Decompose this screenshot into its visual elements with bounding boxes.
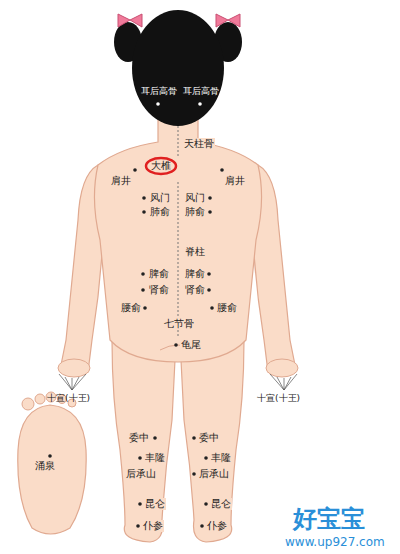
acupoint-dot xyxy=(138,502,142,506)
acupoint-dot xyxy=(141,272,145,276)
acupoint-dot xyxy=(133,168,137,172)
point-label: 昆仑 xyxy=(210,498,232,510)
acupoint-dot xyxy=(192,436,196,440)
acupoint-dot xyxy=(210,306,214,310)
acupoint-dot xyxy=(204,456,208,460)
point-label: 十宣(十王) xyxy=(256,393,301,403)
left-hand xyxy=(58,359,90,377)
point-label: 肺俞 xyxy=(184,206,206,218)
leader-line xyxy=(284,374,297,390)
point-label: 肾俞 xyxy=(184,284,206,296)
torso xyxy=(94,118,261,362)
acupoint-dot xyxy=(174,343,178,347)
point-label: 风门 xyxy=(149,192,171,204)
acupoint-dot xyxy=(141,288,145,292)
acupoint-dot xyxy=(220,168,224,172)
point-label: 脾俞 xyxy=(148,268,170,280)
acupoint-dot xyxy=(207,288,211,292)
point-label: 后承山 xyxy=(125,468,157,480)
left-leg xyxy=(112,340,175,542)
circled-point: 大椎 xyxy=(145,157,177,175)
point-label: 龟尾 xyxy=(180,339,202,351)
point-label: 肾俞 xyxy=(148,284,170,296)
point-label: 脊柱 xyxy=(184,246,206,258)
acupoint-dot xyxy=(142,210,146,214)
leader-line xyxy=(284,378,285,390)
point-label: 委中 xyxy=(128,432,150,444)
acupoint-dot xyxy=(48,454,52,458)
point-label: 风门 xyxy=(184,192,206,204)
acupoint-dot xyxy=(143,306,147,310)
point-label: 昆仑 xyxy=(144,498,166,510)
acupoint-dot xyxy=(198,102,202,106)
point-label: 七节骨 xyxy=(163,318,195,330)
leader-line xyxy=(72,374,86,390)
acupoint-dot xyxy=(200,524,204,528)
leader-line xyxy=(72,378,73,390)
leader-line xyxy=(270,374,284,390)
point-label: 腰俞 xyxy=(120,302,142,314)
acupoint-dot xyxy=(207,272,211,276)
point-label: 后承山 xyxy=(198,468,230,480)
acupoint-dot xyxy=(192,472,196,476)
right-hand xyxy=(266,359,298,377)
point-label: 腰俞 xyxy=(216,302,238,314)
acupoint-dot xyxy=(204,502,208,506)
acupoint-dot xyxy=(142,196,146,200)
acupoint-dot xyxy=(138,456,142,460)
watermark-url: www.up927.com xyxy=(284,536,386,550)
point-label: 大椎 xyxy=(145,157,177,175)
point-label: 耳后高骨 xyxy=(140,86,178,96)
point-label: 涌泉 xyxy=(34,460,56,472)
point-label: 丰隆 xyxy=(144,452,166,464)
acupoint-dots xyxy=(156,102,202,106)
hair xyxy=(132,10,224,126)
toe xyxy=(35,394,45,404)
spine-line xyxy=(178,182,179,338)
point-label: 耳后高骨 xyxy=(182,86,220,96)
right-leg xyxy=(181,340,244,542)
point-label: 十宣(十王) xyxy=(46,393,91,403)
spine-line xyxy=(178,126,179,156)
acupoint-dot xyxy=(153,436,157,440)
toe xyxy=(22,398,34,410)
acupoint-dot xyxy=(156,102,160,106)
leader-line xyxy=(65,377,72,390)
point-label: 肺俞 xyxy=(149,206,171,218)
acupoint-dot xyxy=(208,196,212,200)
fingertip-lines xyxy=(59,374,297,390)
point-label: 丰隆 xyxy=(210,452,232,464)
acupoint-dot xyxy=(208,210,212,214)
point-label: 肩井 xyxy=(110,175,132,187)
point-label: 脾俞 xyxy=(184,268,206,280)
point-label: 仆参 xyxy=(142,520,164,532)
red-circle-outline xyxy=(146,158,176,174)
acupoint-dot xyxy=(136,524,140,528)
point-label: 肩井 xyxy=(224,175,246,187)
watermark: 好宝宝 xyxy=(292,506,366,534)
leader-line xyxy=(59,374,72,390)
hair-bow xyxy=(216,14,240,27)
hair-bow xyxy=(118,14,142,27)
point-label: 仆参 xyxy=(206,520,228,532)
leader-line xyxy=(284,377,291,390)
foot-sole xyxy=(18,405,86,534)
point-label: 委中 xyxy=(198,432,220,444)
point-label: 天柱骨 xyxy=(183,138,215,150)
